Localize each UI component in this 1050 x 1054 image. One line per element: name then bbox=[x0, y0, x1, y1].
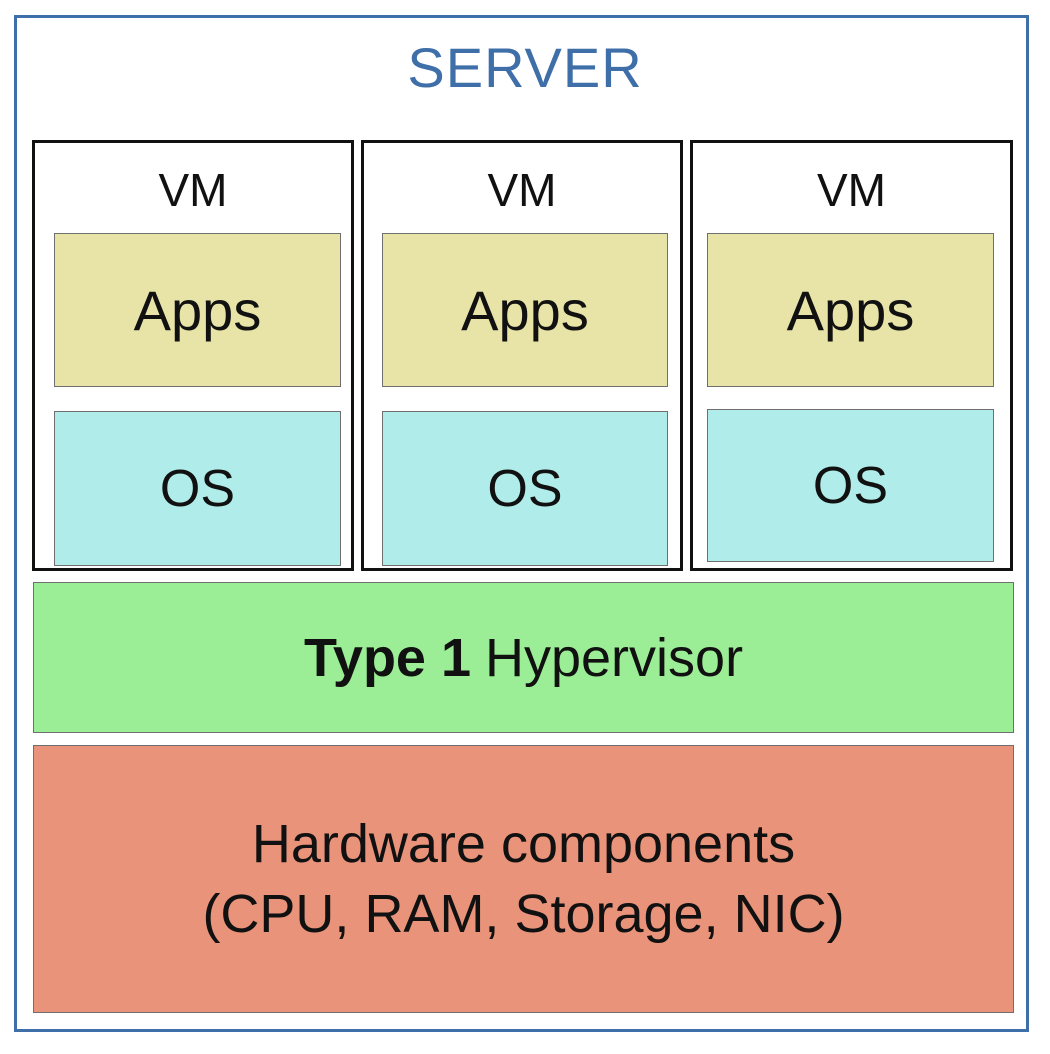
server-title: SERVER bbox=[407, 36, 643, 99]
vm-box-2: VM Apps OS bbox=[361, 140, 683, 571]
hardware-title: Hardware components bbox=[251, 814, 796, 874]
os-block: OS bbox=[707, 409, 994, 562]
apps-block: Apps bbox=[382, 233, 668, 387]
vm-box-1: VM Apps OS bbox=[32, 140, 354, 571]
vm-box-3: VM Apps OS bbox=[690, 140, 1013, 571]
vm-title: VM bbox=[487, 164, 557, 216]
vm-title: VM bbox=[158, 164, 228, 216]
hardware-components-list: (CPU, RAM, Storage, NIC) bbox=[202, 884, 845, 944]
hardware-layer: Hardware components (CPU, RAM, Storage, … bbox=[33, 745, 1014, 1013]
os-block: OS bbox=[382, 411, 668, 566]
hypervisor-label: Hypervisor bbox=[485, 627, 744, 688]
hypervisor-layer: Type 1 Hypervisor bbox=[33, 582, 1014, 733]
apps-block: Apps bbox=[54, 233, 341, 387]
os-block: OS bbox=[54, 411, 341, 566]
apps-block: Apps bbox=[707, 233, 994, 387]
hypervisor-type-label: Type 1 bbox=[303, 627, 471, 688]
vm-title: VM bbox=[817, 164, 886, 216]
